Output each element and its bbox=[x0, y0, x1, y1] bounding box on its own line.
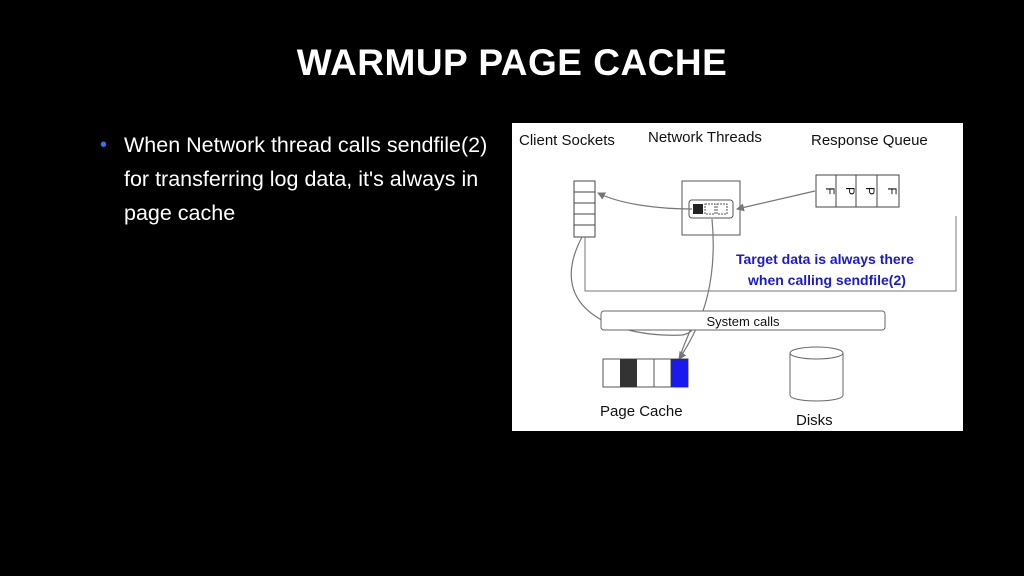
boundary-line bbox=[584, 216, 957, 292]
queue-cell-label: P bbox=[843, 187, 857, 195]
page-cache-blocks bbox=[602, 358, 689, 388]
network-threads-label: Network Threads bbox=[648, 129, 762, 146]
system-calls-label: System calls bbox=[707, 314, 780, 329]
thread-to-socket-arrow bbox=[597, 192, 693, 210]
bullet-item: • When Network thread calls sendfile(2) … bbox=[100, 128, 500, 230]
response-queue-label: Response Queue bbox=[811, 132, 928, 149]
slide-title: WARMUP PAGE CACHE bbox=[296, 42, 728, 83]
callout-line-2: when calling sendfile(2) bbox=[747, 272, 906, 288]
bullet-text: When Network thread calls sendfile(2) fo… bbox=[124, 133, 488, 225]
bullet-dot-icon: • bbox=[100, 134, 108, 156]
architecture-diagram: Client Sockets Network Threads Response … bbox=[512, 123, 963, 431]
queue-cell-label: F bbox=[823, 187, 837, 194]
response-queue-cell-labels: F P P F bbox=[823, 187, 899, 195]
client-sockets-label: Client Sockets bbox=[519, 132, 615, 149]
callout-line-1: Target data is always there bbox=[736, 251, 914, 267]
network-thread-box bbox=[681, 180, 741, 236]
socket-to-pagecache-arrow bbox=[570, 236, 697, 362]
queue-cell-label: P bbox=[863, 187, 877, 195]
page-cache-label: Page Cache bbox=[600, 403, 683, 420]
client-sockets-stack bbox=[573, 180, 596, 238]
disks-icon bbox=[789, 346, 844, 402]
queue-cell-label: F bbox=[885, 187, 899, 194]
response-queue bbox=[815, 174, 900, 208]
bullet-list: • When Network thread calls sendfile(2) … bbox=[100, 128, 500, 230]
thread-to-pagecache-arrow bbox=[678, 218, 714, 360]
system-calls-bar bbox=[600, 310, 886, 331]
disks-label: Disks bbox=[796, 412, 833, 429]
queue-to-thread-arrow bbox=[736, 190, 816, 212]
